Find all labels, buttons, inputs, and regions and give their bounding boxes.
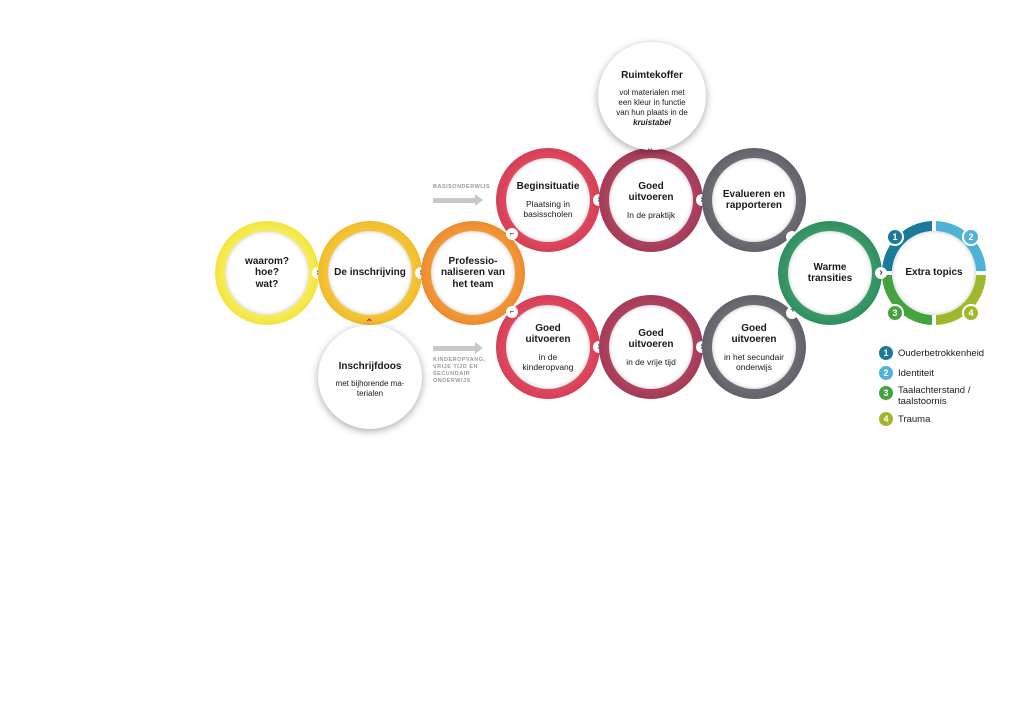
- legend-label-1: Ouderbetrokkenheid: [898, 348, 985, 359]
- node-extra-title: Extra topics: [905, 267, 963, 279]
- legend-num-1: 1: [879, 346, 893, 360]
- chevron-right-icon: ›: [875, 267, 887, 279]
- legend-item-2: 2 Identiteit: [879, 366, 934, 380]
- node-beginsituatie-title: Beginsituatie: [516, 181, 580, 193]
- legend-label-4: Trauma: [898, 414, 931, 425]
- bubble-ruimtekoffer: Ruimtekoffer vol materialen met een kleu…: [598, 42, 706, 150]
- legend-item-1: 1 Ouderbetrokkenheid: [879, 346, 984, 360]
- node-goed-kinderopvang-title: Goed uitvoeren: [525, 322, 571, 346]
- legend-label-2: Identiteit: [898, 368, 934, 379]
- bubble-inschrijfdoos: Inschrijfdoos met bijhorende ma- teriale…: [318, 325, 422, 429]
- legend-item-3: 3 Taalachterstand / taalstoornis: [879, 385, 971, 407]
- legend-label-3: Taalachterstand / taalstoornis: [898, 385, 971, 407]
- arrow-basisonderwijs: [433, 194, 483, 206]
- node-goed-kinderopvang-sub: in de kinderopvang: [522, 351, 574, 372]
- bubble-ruimtekoffer-italic: kruistabel: [633, 117, 671, 127]
- topic-2-badge: 2: [962, 228, 980, 246]
- node-goed-praktijk[interactable]: Goed uitvoeren In de praktijk: [599, 148, 703, 252]
- legend-num-3: 3: [879, 386, 893, 400]
- chevron-down-icon: ⌄: [646, 143, 655, 154]
- node-goed-praktijk-sub: In de praktijk: [626, 209, 676, 220]
- legend-num-2: 2: [879, 366, 893, 380]
- node-goed-secundair-title: Goed uitvoeren: [731, 322, 777, 346]
- node-waarom[interactable]: waarom? hoe? wat?: [215, 221, 319, 325]
- topic-4-badge: 4: [962, 304, 980, 322]
- node-goed-praktijk-title: Goed uitvoeren: [628, 180, 674, 204]
- node-beginsituatie-sub: Plaatsing in basisscholen: [523, 198, 573, 219]
- bubble-inschrijfdoos-text: met bijhorende ma- terialen: [335, 378, 405, 398]
- bubble-ruimtekoffer-body: vol materialen met een kleur in functie …: [616, 87, 688, 117]
- node-warme[interactable]: Warme transities: [778, 221, 882, 325]
- bubble-ruimtekoffer-title: Ruimtekoffer: [621, 70, 683, 82]
- node-extra[interactable]: Extra topics: [892, 231, 976, 315]
- topic-3-badge: 3: [886, 304, 904, 322]
- topic-4-segment: [936, 275, 986, 325]
- node-goed-vrijetijd-title: Goed uitvoeren: [628, 327, 674, 351]
- node-evalueren[interactable]: Evalueren en rapporteren: [702, 148, 806, 252]
- node-beginsituatie[interactable]: Beginsituatie Plaatsing in basisscholen: [496, 148, 600, 252]
- corner-connector-icon: ⌐: [506, 228, 518, 240]
- legend-num-4: 4: [879, 412, 893, 426]
- arrow-label-basisonderwijs: BASISONDERWIJS: [433, 184, 491, 190]
- node-professionaliseren-title: Professio- naliseren van het team: [441, 255, 505, 290]
- corner-connector-icon: ⌐: [506, 306, 518, 318]
- arrow-label-kinderopvang: KINDEROPVANG, VRIJE TIJD EN SECUNDAIR ON…: [433, 357, 486, 384]
- node-warme-title: Warme transities: [807, 261, 853, 285]
- chevron-up-icon: ⌃: [365, 318, 374, 329]
- bubble-inschrijfdoos-title: Inschrijfdoos: [338, 361, 402, 373]
- node-evalueren-title: Evalueren en rapporteren: [722, 188, 786, 212]
- bubble-ruimtekoffer-text: vol materialen met een kleur in functie …: [616, 88, 688, 128]
- node-inschrijving-title: De inschrijving: [334, 267, 406, 279]
- node-waarom-title: waarom? hoe? wat?: [245, 255, 289, 290]
- arrow-kinderopvang: [433, 342, 483, 354]
- topic-1-badge: 1: [886, 228, 904, 246]
- node-goed-vrijetijd[interactable]: Goed uitvoeren in de vrije tijd: [599, 295, 703, 399]
- legend-item-4: 4 Trauma: [879, 412, 930, 426]
- node-goed-vrijetijd-sub: in de vrije tijd: [626, 356, 676, 367]
- node-goed-secundair-sub: in het secundair onderwijs: [723, 351, 784, 372]
- node-inschrijving[interactable]: De inschrijving: [318, 221, 422, 325]
